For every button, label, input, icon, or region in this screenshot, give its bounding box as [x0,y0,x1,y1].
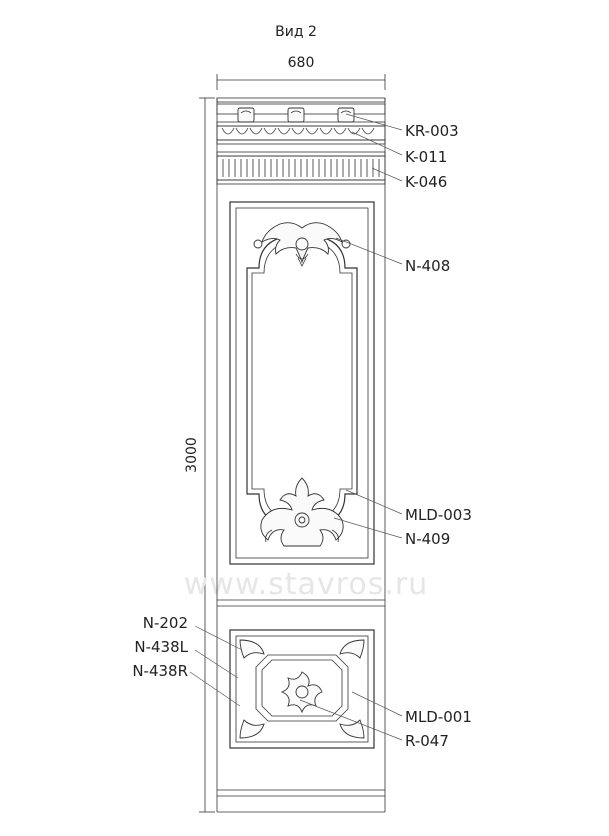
corner-ornaments [239,639,365,739]
watermark: www.stavros.ru [184,567,428,602]
label-n438l: N-438L [134,638,188,656]
label-n408: N-408 [405,257,450,275]
rosette-r047 [280,671,323,714]
ornament-n408 [253,222,351,267]
width-value: 680 [288,55,315,71]
cornice-kr003 [216,97,386,123]
label-mld001: MLD-001 [405,708,472,726]
height-dimension: 3000 [184,97,215,813]
label-k046: K-046 [405,173,447,191]
wall-panel-outline [216,98,386,813]
label-r047: R-047 [405,732,449,750]
label-n202: N-202 [143,614,188,632]
width-dimension: 680 [216,55,386,90]
height-value: 3000 [184,437,200,473]
label-mld003: MLD-003 [405,506,472,524]
label-k011: K-011 [405,148,447,166]
ornament-n409 [260,477,344,547]
leader-lines [189,113,403,741]
cornice-k011 [216,121,386,145]
lower-panel-frame [229,629,375,749]
label-kr003: KR-003 [405,122,459,140]
frieze-k046 [216,151,386,185]
view-title: Вид 2 [275,24,317,40]
label-n438r: N-438R [132,662,188,680]
label-n409: N-409 [405,530,450,548]
